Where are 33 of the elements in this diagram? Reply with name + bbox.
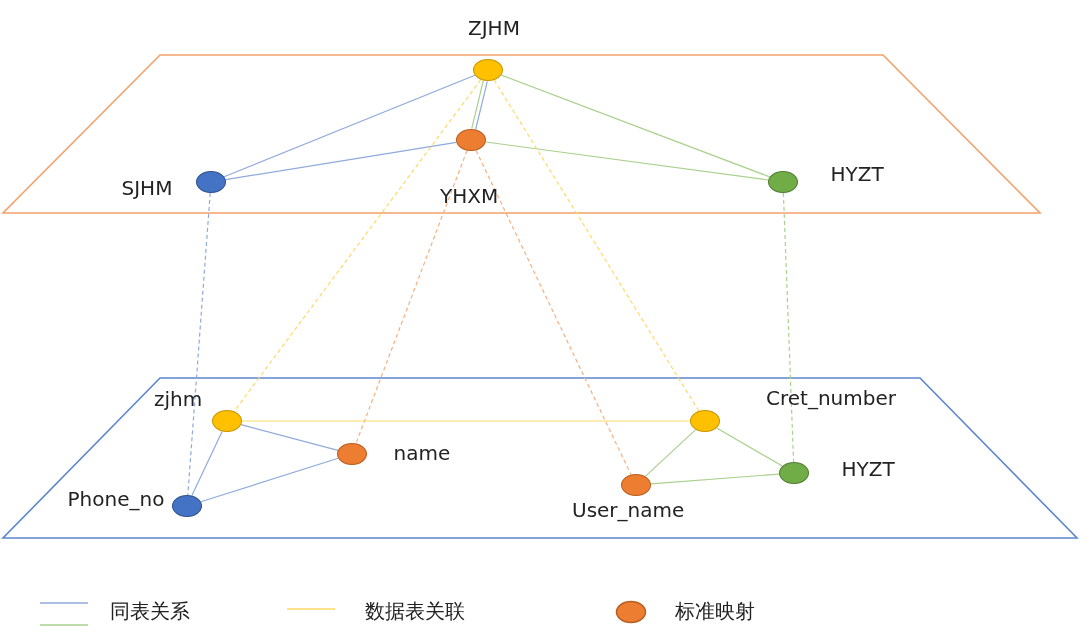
connector-line <box>485 141 769 181</box>
node-label: User_name <box>572 498 685 522</box>
connector-line <box>241 420 691 422</box>
connector-line <box>200 457 339 503</box>
node-label: HYZT <box>841 457 895 481</box>
dashed-connector <box>493 79 700 412</box>
connector-line <box>191 430 223 497</box>
connector-line <box>716 427 783 467</box>
connector-line <box>500 74 771 178</box>
connector-line <box>223 74 476 178</box>
plane-trapezoid <box>3 378 1077 538</box>
node-label: SJHM <box>121 176 173 200</box>
connector-line <box>650 473 780 485</box>
node-label: YHXM <box>440 184 499 208</box>
node-label: Cret_number <box>766 386 896 410</box>
dashed-connector <box>475 149 632 476</box>
legend-label: 同表关系 <box>110 599 190 623</box>
node-label: Phone_no <box>67 487 165 511</box>
dashed-connector <box>187 192 211 496</box>
connector-line <box>475 80 488 131</box>
dashed-connector <box>355 150 468 444</box>
node-label: name <box>393 441 451 465</box>
legend-label: 数据表关联 <box>365 599 465 623</box>
node-label: HYZT <box>830 162 884 186</box>
node-label: ZJHM <box>468 16 520 40</box>
dashed-connector <box>233 79 482 412</box>
dashed-connector <box>782 192 795 463</box>
connector-line <box>225 141 457 181</box>
connector-line <box>240 424 339 451</box>
connector-line <box>471 79 484 130</box>
node-label: zjhm <box>154 387 203 411</box>
legend-label: 标准映射 <box>675 599 755 623</box>
connector-line <box>644 429 697 477</box>
